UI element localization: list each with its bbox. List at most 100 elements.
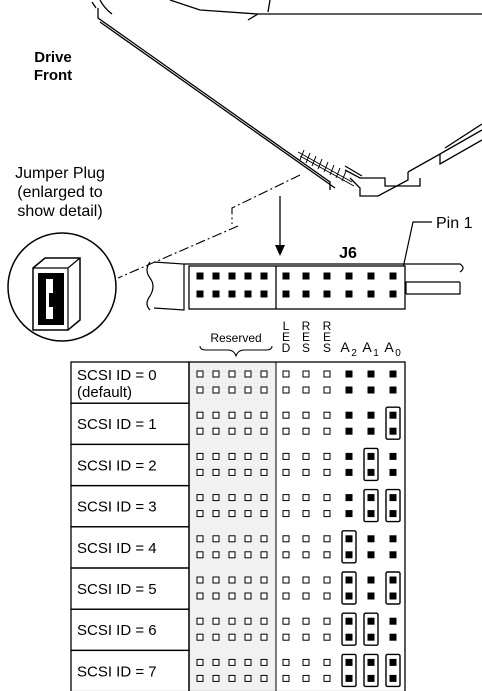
address-pin xyxy=(389,386,397,394)
open-pin xyxy=(302,551,310,559)
address-pin xyxy=(367,468,375,476)
open-pin xyxy=(212,411,220,419)
row-label: SCSI ID = 2 xyxy=(77,457,157,474)
address-pin xyxy=(367,592,375,600)
address-pin xyxy=(367,386,375,394)
open-pin xyxy=(196,592,204,600)
address-pin xyxy=(389,510,397,518)
open-pin xyxy=(228,468,236,476)
address-pin xyxy=(345,576,353,584)
jumper-shunt xyxy=(363,612,379,646)
open-pin xyxy=(196,617,204,625)
jumper-shunt xyxy=(385,488,401,523)
address-pin xyxy=(389,633,397,641)
open-pin xyxy=(282,674,290,682)
pin1-label: Pin 1 xyxy=(436,215,473,232)
open-pin xyxy=(282,468,290,476)
open-pin xyxy=(228,370,236,378)
open-pin xyxy=(323,494,331,502)
j6-pin xyxy=(282,272,290,280)
address-pin xyxy=(345,411,353,419)
table-row: SCSI ID = 7 xyxy=(70,649,401,691)
address-pin xyxy=(389,658,397,666)
column-header-subscript: 1 xyxy=(373,348,379,359)
open-pin xyxy=(260,468,268,476)
open-pin xyxy=(196,411,204,419)
open-pin xyxy=(228,617,236,625)
j6-pin xyxy=(367,290,375,298)
open-pin xyxy=(244,468,252,476)
open-pin xyxy=(302,658,310,666)
open-pin xyxy=(302,592,310,600)
open-pin xyxy=(228,427,236,435)
open-pin xyxy=(244,592,252,600)
open-pin xyxy=(323,617,331,625)
open-pin xyxy=(244,494,252,502)
open-pin xyxy=(302,411,310,419)
address-pin xyxy=(345,468,353,476)
open-pin xyxy=(212,370,220,378)
column-header-address: A xyxy=(340,339,350,355)
open-pin xyxy=(196,510,204,518)
jumper-shunt xyxy=(341,571,357,605)
open-pin xyxy=(260,592,268,600)
open-pin xyxy=(302,494,310,502)
open-pin xyxy=(302,535,310,543)
open-pin xyxy=(196,494,204,502)
row-label: SCSI ID = 4 xyxy=(77,540,157,557)
address-pin xyxy=(367,452,375,460)
address-pin xyxy=(389,535,397,543)
open-pin xyxy=(196,468,204,476)
open-pin xyxy=(228,535,236,543)
pin-grid-border xyxy=(188,361,406,691)
table-row: SCSI ID = 6 xyxy=(70,608,397,652)
j6-pin xyxy=(302,290,310,298)
drive-front-label-2: Front xyxy=(34,67,72,84)
open-pin xyxy=(323,633,331,641)
jumper-shunt xyxy=(385,406,401,440)
jumper-plug-label-1: Jumper Plug xyxy=(15,165,105,182)
open-pin xyxy=(244,551,252,559)
row-label: SCSI ID = 0 xyxy=(77,367,157,384)
open-pin xyxy=(302,576,310,584)
address-pin xyxy=(367,535,375,543)
open-pin xyxy=(196,386,204,394)
address-pin xyxy=(367,494,375,502)
address-pin xyxy=(345,510,353,518)
open-pin xyxy=(302,452,310,460)
pin1-leader xyxy=(399,221,432,283)
open-pin xyxy=(260,674,268,682)
address-pin xyxy=(389,468,397,476)
open-pin xyxy=(244,658,252,666)
address-pin xyxy=(367,576,375,584)
column-header-letter: S xyxy=(302,341,310,355)
address-pin xyxy=(367,510,375,518)
open-pin xyxy=(196,551,204,559)
open-pin xyxy=(282,576,290,584)
arrow-down-icon xyxy=(275,196,285,256)
j6-pin xyxy=(212,272,220,280)
j6-pin xyxy=(345,290,353,298)
open-pin xyxy=(212,551,220,559)
open-pin xyxy=(212,617,220,625)
address-pin xyxy=(367,411,375,419)
open-pin xyxy=(302,386,310,394)
address-pin xyxy=(389,551,397,559)
address-pin xyxy=(367,617,375,625)
open-pin xyxy=(228,592,236,600)
address-pin xyxy=(389,452,397,460)
j6-pin xyxy=(323,290,331,298)
column-header-letter: R xyxy=(302,319,311,333)
address-pin xyxy=(345,592,353,600)
jumper-shunt xyxy=(341,612,357,646)
open-pin xyxy=(244,452,252,460)
j6-pin xyxy=(212,290,220,298)
address-pin xyxy=(389,411,397,419)
open-pin xyxy=(260,535,268,543)
open-pin xyxy=(282,386,290,394)
column-header-letter: E xyxy=(323,330,331,344)
open-pin xyxy=(196,452,204,460)
open-pin xyxy=(260,551,268,559)
